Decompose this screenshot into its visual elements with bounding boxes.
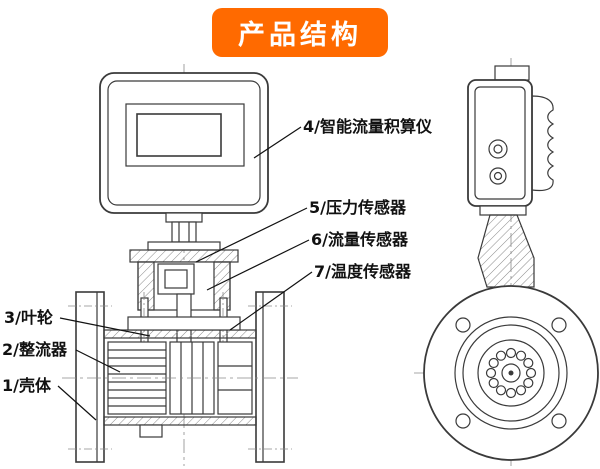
sensor-housing	[129, 241, 239, 311]
display-screen	[136, 113, 222, 157]
totalizer-head	[99, 72, 269, 214]
head-stem	[165, 212, 203, 243]
leader-line-impeller	[59, 317, 151, 337]
leader-line-pressure-sensor	[195, 207, 308, 263]
side-view-neck	[477, 205, 535, 288]
side-view-flange-face	[423, 285, 599, 461]
page-title: 产品结构	[212, 8, 388, 57]
cable-gland-icon	[488, 139, 508, 159]
leader-line-totalizer	[253, 126, 302, 159]
head-handle	[531, 95, 555, 192]
pipe-wall-bottom	[103, 416, 257, 426]
turbine-wheel	[477, 339, 545, 407]
bolt-hole	[455, 317, 471, 333]
side-view	[414, 58, 599, 466]
leader-lines	[57, 126, 313, 421]
front-view	[62, 64, 298, 466]
part-label-temperature-sensor: 7/温度传感器	[314, 262, 411, 281]
right-flange	[248, 291, 292, 463]
leader-line-temperature-sensor	[229, 271, 313, 331]
cable-gland-icon	[489, 167, 507, 185]
bolt-hole	[551, 317, 567, 333]
sensor-boss	[127, 316, 241, 331]
leader-line-rectifier	[75, 349, 121, 373]
leader-line-housing	[57, 385, 97, 421]
sensor-hub	[157, 263, 195, 295]
part-label-housing: 1/壳体	[2, 376, 51, 395]
bolt-hole	[551, 413, 567, 429]
leader-line-flow-sensor	[206, 239, 310, 291]
drain-plug	[139, 424, 163, 438]
part-label-pressure-sensor: 5/压力传感器	[309, 198, 406, 217]
part-label-flow-sensor: 6/流量传感器	[311, 230, 408, 249]
left-flange	[68, 291, 112, 463]
part-label-rectifier: 2/整流器	[2, 340, 67, 359]
bolt-hole	[455, 413, 471, 429]
pipe-body	[62, 291, 298, 463]
side-view-head	[467, 65, 555, 207]
part-label-impeller: 3/叶轮	[4, 308, 53, 327]
part-label-totalizer: 4/智能流量积算仪	[303, 117, 432, 136]
